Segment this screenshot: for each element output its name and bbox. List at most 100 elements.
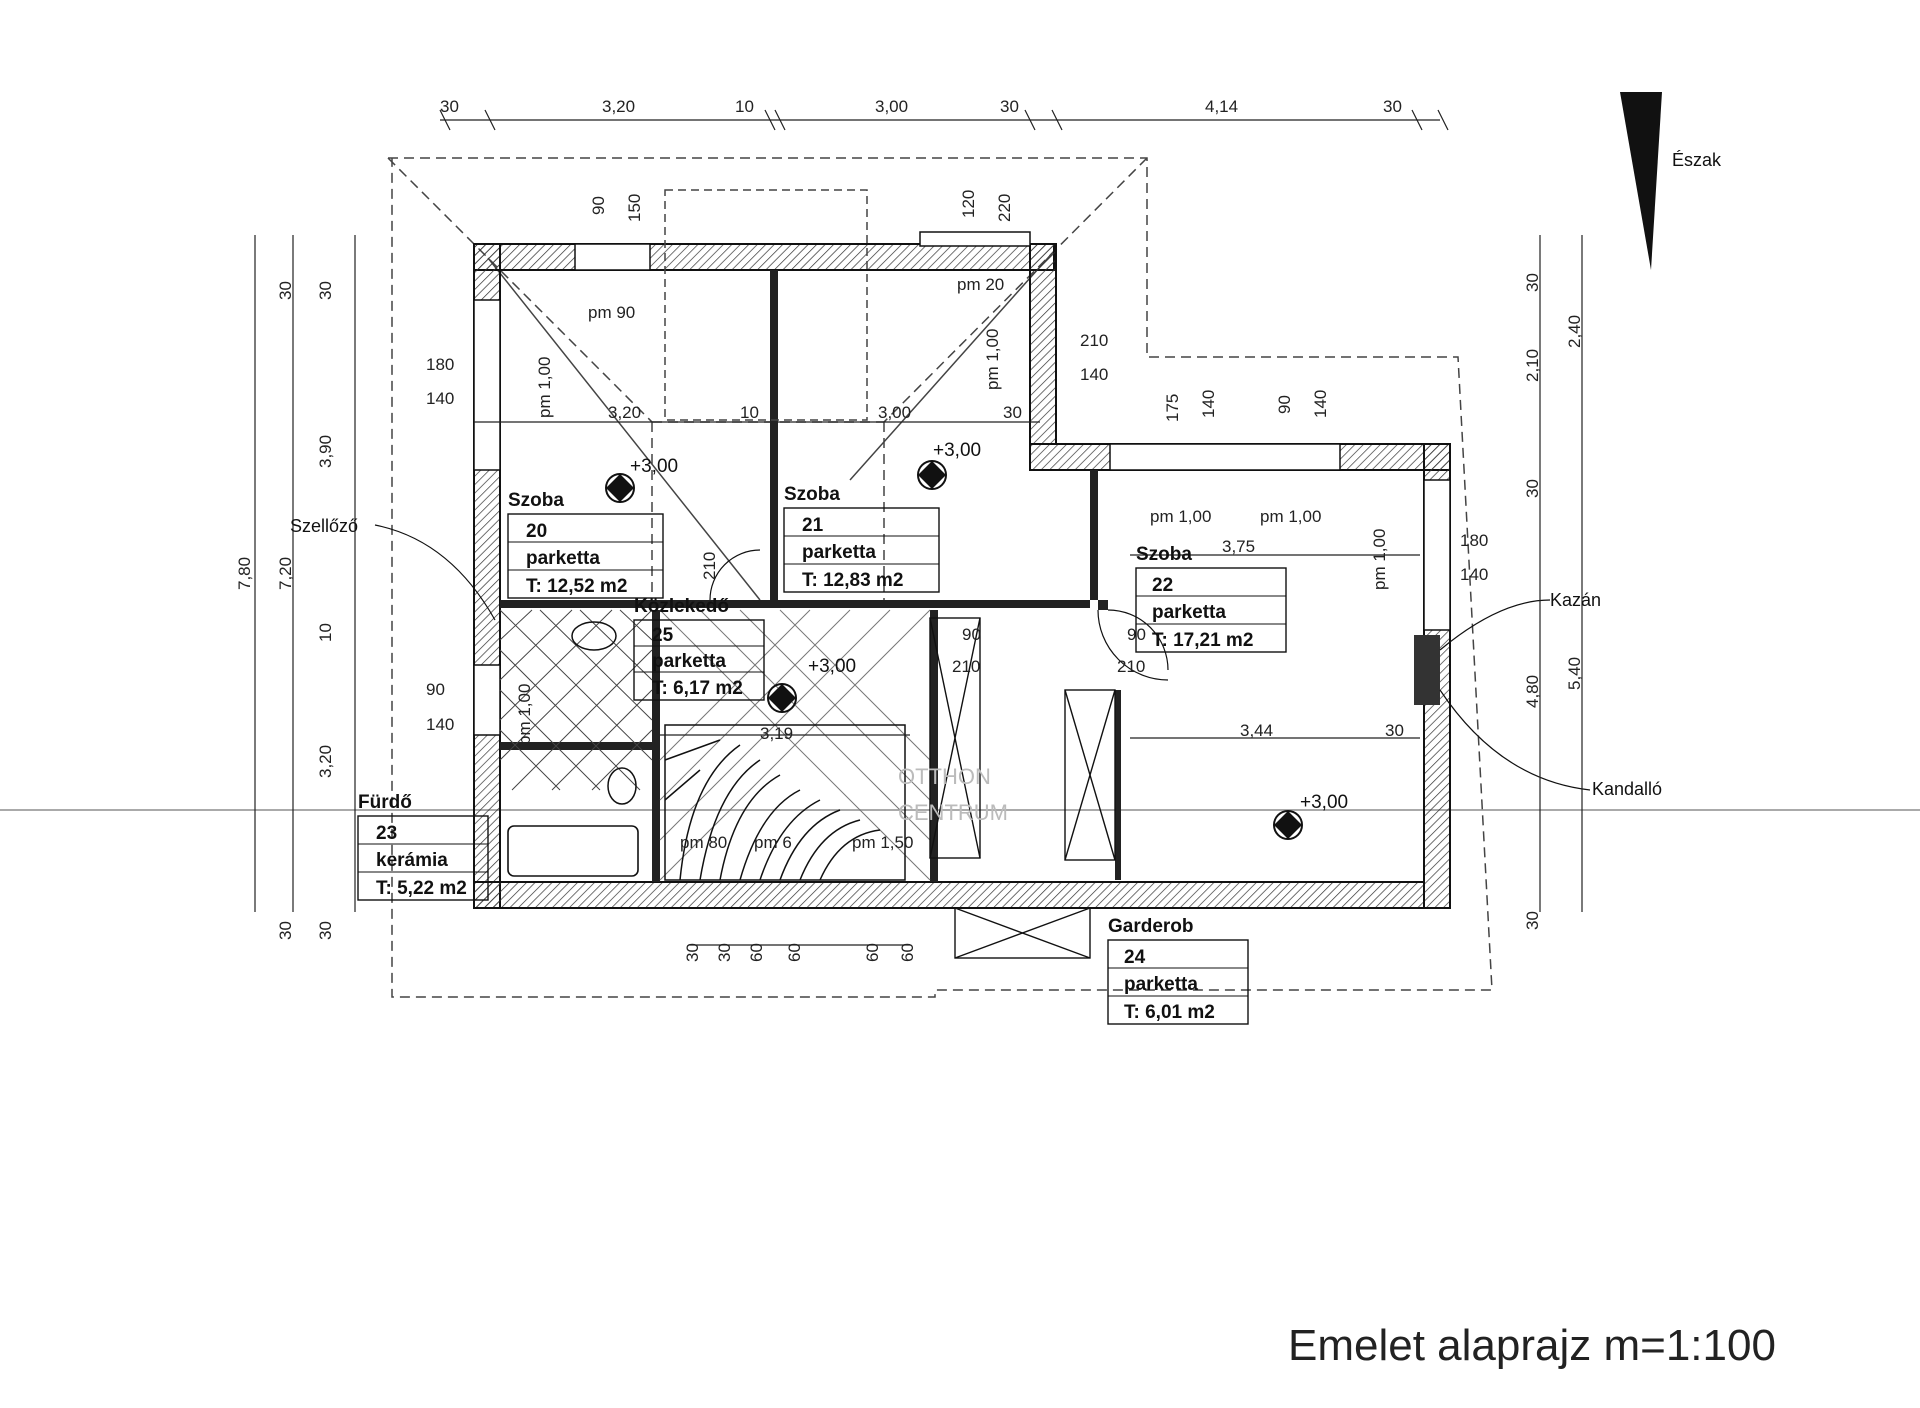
svg-text:2,10: 2,10 — [1523, 349, 1542, 382]
svg-text:30: 30 — [1383, 97, 1402, 116]
svg-text:60: 60 — [863, 943, 882, 962]
svg-text:20: 20 — [526, 521, 547, 542]
svg-text:30: 30 — [316, 281, 335, 300]
dimension-lines — [254, 109, 1583, 946]
level-markers — [605, 460, 1303, 840]
sink — [571, 621, 617, 651]
svg-text:3,19: 3,19 — [760, 724, 793, 743]
svg-text:3,44: 3,44 — [1240, 721, 1273, 740]
svg-text:pm 80: pm 80 — [680, 833, 727, 852]
kazan-leader — [1439, 599, 1551, 651]
svg-text:pm 1,00: pm 1,00 — [1260, 507, 1321, 526]
svg-text:pm 1,00: pm 1,00 — [983, 329, 1002, 390]
svg-text:parketta: parketta — [1152, 602, 1226, 623]
svg-text:Közlekedő: Közlekedő — [634, 596, 729, 617]
svg-text:140: 140 — [1080, 365, 1108, 384]
svg-text:pm 1,00: pm 1,00 — [1150, 507, 1211, 526]
svg-text:4,80: 4,80 — [1523, 675, 1542, 708]
svg-text:Fürdő: Fürdő — [358, 792, 412, 813]
svg-text:90: 90 — [589, 196, 608, 215]
svg-text:7,20: 7,20 — [276, 557, 295, 590]
pm-labels: pm 90 pm 1,00 pm 1,00 pm 20 pm 1,00 pm 1… — [515, 275, 1389, 852]
roof-diagonals — [487, 249, 1056, 601]
svg-text:pm 1,00: pm 1,00 — [1370, 529, 1389, 590]
level-label: +3,00 — [808, 656, 856, 677]
watermark-text: CENTRUM — [898, 800, 1008, 825]
svg-text:175: 175 — [1163, 394, 1182, 422]
svg-text:180: 180 — [1460, 531, 1488, 550]
szellozo-leader — [374, 524, 496, 621]
svg-text:90: 90 — [1275, 395, 1294, 414]
svg-text:kerámia: kerámia — [376, 850, 448, 871]
inner-dimensions: 3,20 10 3,00 30 3,75 3,44 3,19 30 — [608, 403, 1404, 743]
north-label: Észak — [1672, 150, 1722, 170]
room-25: Közlekedő 25 parketta T: 6,17 m2 — [633, 596, 765, 701]
svg-text:10: 10 — [316, 623, 335, 642]
svg-text:5,40: 5,40 — [1565, 657, 1584, 690]
svg-text:Szoba: Szoba — [508, 490, 564, 511]
svg-text:Szoba: Szoba — [1136, 544, 1192, 565]
svg-text:30: 30 — [276, 921, 295, 940]
svg-text:3,00: 3,00 — [878, 403, 911, 422]
boiler-block — [1414, 635, 1440, 705]
svg-text:pm 90: pm 90 — [588, 303, 635, 322]
svg-text:150: 150 — [625, 194, 644, 222]
room-24: Garderob 24 parketta T: 6,01 m2 — [1107, 916, 1249, 1025]
svg-text:30: 30 — [440, 97, 459, 116]
svg-text:140: 140 — [1199, 390, 1218, 418]
svg-text:120: 120 — [959, 190, 978, 218]
svg-text:30: 30 — [1523, 273, 1542, 292]
opening-sizes: 180 140 90 140 210 140 90 150 120 220 17… — [426, 190, 1488, 734]
svg-text:T: 17,21 m2: T: 17,21 m2 — [1152, 630, 1253, 651]
level-label: +3,00 — [933, 440, 981, 461]
svg-text:3,75: 3,75 — [1222, 537, 1255, 556]
svg-text:30: 30 — [715, 943, 734, 962]
stair-dimensions: 30 30 60 60 60 60 — [683, 943, 917, 962]
svg-text:30: 30 — [1000, 97, 1019, 116]
svg-text:parketta: parketta — [652, 651, 726, 672]
svg-text:22: 22 — [1152, 575, 1173, 596]
svg-text:pm 1,50: pm 1,50 — [852, 833, 913, 852]
svg-text:2,40: 2,40 — [1565, 315, 1584, 348]
bathtub — [507, 825, 639, 877]
svg-text:140: 140 — [1460, 565, 1488, 584]
level-labels: +3,00 +3,00 +3,00 +3,00 — [630, 440, 1348, 813]
svg-text:60: 60 — [785, 943, 804, 962]
svg-text:21: 21 — [802, 515, 824, 536]
svg-text:210: 210 — [700, 552, 719, 580]
svg-text:140: 140 — [1311, 390, 1330, 418]
svg-text:pm 1,00: pm 1,00 — [515, 684, 534, 745]
svg-text:210: 210 — [1080, 331, 1108, 350]
room-23: Fürdő 23 kerámia T: 5,22 m2 — [357, 792, 489, 901]
svg-text:210: 210 — [1117, 657, 1145, 676]
watermark-text: OTTHON — [898, 764, 991, 789]
svg-text:T: 6,17 m2: T: 6,17 m2 — [652, 678, 743, 699]
svg-text:23: 23 — [376, 823, 397, 844]
svg-text:T: 12,52 m2: T: 12,52 m2 — [526, 576, 627, 597]
svg-text:parketta: parketta — [526, 548, 600, 569]
svg-text:pm 20: pm 20 — [957, 275, 1004, 294]
skylights — [664, 189, 868, 421]
svg-text:210: 210 — [952, 657, 980, 676]
level-label: +3,00 — [1300, 792, 1348, 813]
svg-text:24: 24 — [1124, 947, 1146, 968]
svg-text:25: 25 — [652, 625, 674, 646]
szellozo-label: Szellőző — [290, 516, 358, 536]
svg-text:3,00: 3,00 — [875, 97, 908, 116]
svg-text:Garderob: Garderob — [1108, 916, 1194, 937]
svg-text:220: 220 — [995, 194, 1014, 222]
svg-text:90: 90 — [426, 680, 445, 699]
svg-text:60: 60 — [898, 943, 917, 962]
svg-text:30: 30 — [316, 921, 335, 940]
garderob-shelves — [929, 617, 1116, 959]
svg-text:T: 6,01 m2: T: 6,01 m2 — [1124, 1002, 1215, 1023]
walls — [473, 243, 1451, 909]
svg-text:3,20: 3,20 — [608, 403, 641, 422]
svg-text:140: 140 — [426, 715, 454, 734]
svg-text:30: 30 — [1523, 479, 1542, 498]
svg-text:7,80: 7,80 — [235, 557, 254, 590]
svg-text:3,20: 3,20 — [316, 745, 335, 778]
svg-text:parketta: parketta — [1124, 974, 1198, 995]
svg-text:3,20: 3,20 — [602, 97, 635, 116]
